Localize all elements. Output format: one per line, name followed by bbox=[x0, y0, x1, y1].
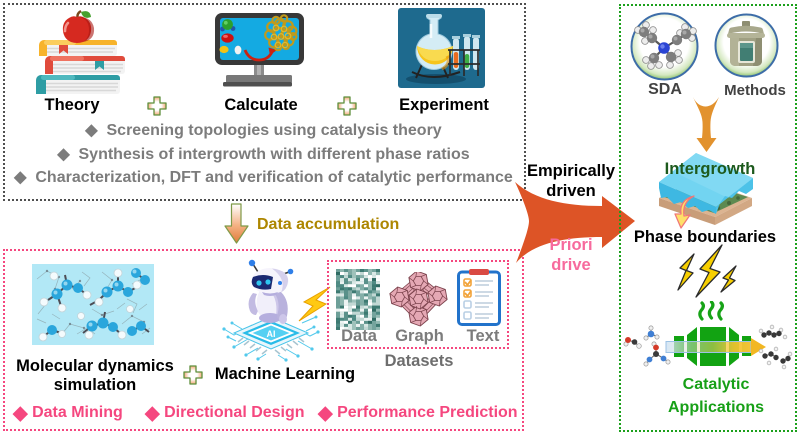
svg-text:AI: AI bbox=[267, 329, 276, 339]
